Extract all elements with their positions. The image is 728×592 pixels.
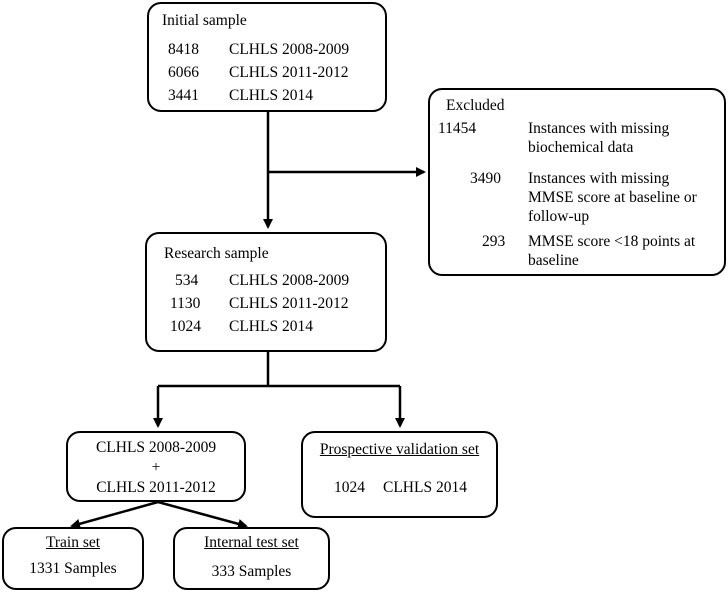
connector-to-train [70, 500, 159, 529]
excluded-reason: Instances with missing biochemical data [528, 120, 670, 156]
prospective-validation-label: CLHLS 2014 [383, 479, 467, 496]
research-sample-label: CLHLS 2014 [229, 318, 313, 335]
initial-sample-label: CLHLS 2008-2009 [229, 41, 350, 58]
initial-sample-count: 3441 [168, 87, 199, 104]
excluded-title: Excluded [446, 97, 505, 114]
excluded-reason: Instances with missing MMSE score at bas… [528, 170, 697, 225]
research-sample-count: 534 [175, 272, 199, 289]
excluded-box [428, 88, 726, 276]
initial-sample-count: 8418 [168, 41, 199, 58]
research-sample-label: CLHLS 2011-2012 [229, 295, 349, 312]
excluded-count: 3490 [470, 170, 501, 187]
research-sample-label: CLHLS 2008-2009 [229, 272, 350, 289]
research-sample-box [145, 232, 387, 352]
research-sample-count: 1130 [170, 295, 201, 312]
initial-sample-label: CLHLS 2014 [229, 87, 313, 104]
prospective-validation-box [301, 431, 498, 518]
train-set-title: Train set [45, 534, 101, 551]
excluded-count: 11454 [438, 120, 477, 137]
train-set-samples: 1331 Samples [29, 560, 117, 577]
initial-sample-box [147, 2, 387, 112]
initial-sample-label: CLHLS 2011-2012 [229, 64, 349, 81]
combined-line1: CLHLS 2008-2009 [95, 439, 217, 456]
research-sample-count: 1024 [170, 318, 201, 335]
excluded-count: 293 [482, 233, 506, 250]
internal-test-set-samples: 333 Samples [211, 563, 292, 580]
connector-to-internal-test [157, 500, 248, 529]
train-set-box [2, 527, 144, 590]
combined-cohort-box [66, 431, 246, 502]
combined-plus: + [151, 459, 161, 476]
initial-sample-count: 6066 [168, 64, 199, 81]
prospective-validation-count: 1024 [334, 479, 365, 496]
internal-test-set-box [173, 527, 330, 590]
initial-sample-title: Initial sample [162, 12, 247, 29]
excluded-reason: MMSE score <18 points at baseline [528, 233, 696, 269]
internal-test-set-title: Internal test set [204, 534, 299, 551]
research-sample-title: Research sample [164, 245, 269, 262]
combined-line2: CLHLS 2011-2012 [96, 479, 216, 496]
prospective-validation-title: Prospective validation set [319, 441, 480, 458]
